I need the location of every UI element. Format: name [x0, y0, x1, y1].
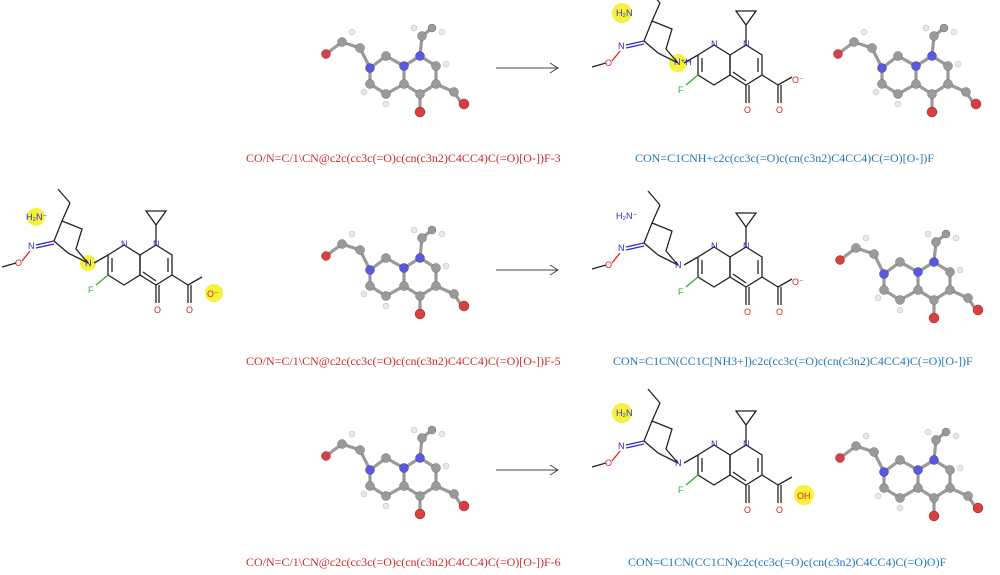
highlight-amine [612, 403, 632, 423]
atom-label-oxime-n: N [618, 41, 625, 51]
atom-label-oxime-o: O [605, 58, 612, 68]
atom-label-oxime-n: N [618, 441, 625, 451]
row1-output-3d [831, 22, 983, 119]
atom-label-amine: H₂N⁻ [616, 211, 637, 221]
atom-label-ketone-o: O [154, 305, 161, 315]
atom-label-n: N [675, 458, 682, 468]
atom-label-oxime-o: O [15, 258, 22, 268]
atom-label-carboxylate: O⁻ [792, 75, 804, 85]
row2-output-3d [833, 228, 985, 325]
atom-label-oxime-n: N [28, 241, 35, 251]
atom-label-carbonyl-o: O [776, 307, 783, 317]
atom-label-carboxylate: O⁻ [792, 277, 804, 287]
atom-label-amine: H₂N [616, 408, 633, 418]
row1-output-caption: CON=C1CNH+c2c(cc3c(=O)c(cn(c3n2)C4CC4)C(… [635, 151, 934, 165]
atom-label-oxime-o: O [605, 458, 612, 468]
atom-label-f: F [678, 85, 684, 95]
atom-label-oh: OH [797, 491, 811, 501]
row2-output-2d: H₂N⁻ N N O N N O O O⁻ F [591, 190, 804, 317]
atom-label-amine: H₂N [616, 8, 633, 18]
reference-molecule: H₂N⁻ N N O N N O O O⁻ F [1, 188, 223, 315]
atom-label-f: F [678, 287, 684, 297]
highlight-amine [27, 208, 45, 226]
atom-label-ring-n: N [711, 439, 718, 449]
atom-label-n: N [85, 258, 92, 268]
atom-label-ring-n: N [711, 241, 718, 251]
atom-label-ketone-o: O [744, 105, 751, 115]
row2-input-caption: CO/N=C/1\CN@c2c(cc3c(=O)c(cn(c3n2)C4CC4)… [246, 354, 561, 368]
atom-label-carboxylate: O⁻ [207, 289, 219, 299]
row2-input-3d [319, 224, 471, 321]
row3-arrow [496, 464, 559, 476]
row1-arrow [496, 62, 559, 74]
atom-label-nh-plus: N⁺H [674, 57, 692, 67]
row3-output-caption: CON=C1CN(CC1CN)c2c(cc3c(=O)c(cn(c3n2)C4C… [628, 555, 947, 569]
atom-label-f: F [678, 485, 684, 495]
atom-label-ring-n1: N [743, 439, 750, 449]
atom-label-f: F [88, 285, 94, 295]
atom-label-carbonyl-o: O [186, 305, 193, 315]
atom-label-ring-n: N [711, 39, 718, 49]
row3-input-3d [319, 424, 471, 521]
atom-label-ring-n1: N [743, 241, 750, 251]
row2-arrow [496, 264, 559, 276]
highlight-amine [612, 3, 632, 23]
atom-label-ring-n1: N [153, 239, 160, 249]
row3-input-caption: CO/N=C/1\CN@c2c(cc3c(=O)c(cn(c3n2)C4CC4)… [246, 555, 561, 569]
row1-input-3d [319, 22, 471, 119]
row1-input-caption: CO/N=C/1\CN@c2c(cc3c(=O)c(cn(c3n2)C4CC4)… [246, 151, 561, 165]
atom-label-n: N [675, 260, 682, 270]
row3-output-2d: H₂N N N O N N O O OH F [591, 388, 814, 515]
right-arrow-icon [549, 464, 559, 476]
atom-label-ring-n1: N [743, 39, 750, 49]
atom-label-amine: H₂N⁻ [26, 212, 47, 222]
atom-label-oxime-n: N [618, 243, 625, 253]
atom-label-carbonyl-o: O [776, 505, 783, 515]
atom-label-ring-n: N [121, 239, 128, 249]
highlight-carboxyl-oh [794, 485, 814, 505]
highlight-carboxylate [205, 284, 223, 302]
row3-output-3d [833, 426, 985, 523]
right-arrow-icon [549, 62, 559, 74]
atom-label-ketone-o: O [744, 505, 751, 515]
row1-output-2d: H₂N N⁺H N O N N O O O⁻ F [591, 0, 804, 115]
row2-output-caption: CON=C1CN(CC1C[NH3+])c2c(cc3c(=O)c(cn(c3n… [613, 354, 973, 368]
atom-label-ketone-o: O [744, 307, 751, 317]
atom-label-carbonyl-o: O [776, 105, 783, 115]
right-arrow-icon [549, 264, 559, 276]
atom-label-oxime-o: O [605, 260, 612, 270]
